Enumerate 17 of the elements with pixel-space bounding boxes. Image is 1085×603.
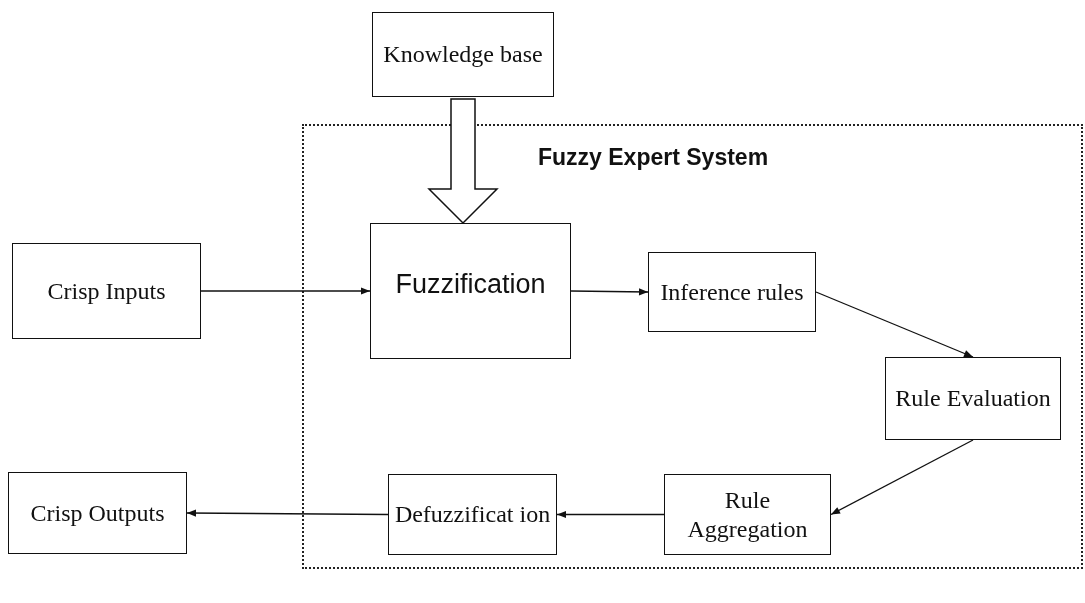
process-box: Rule Evaluation: [885, 357, 1061, 440]
arrow: [556, 510, 665, 519]
block-arrow: [427, 98, 499, 225]
arrow: [200, 287, 371, 295]
process-box: Rule Aggregation: [664, 474, 831, 555]
process-box: Fuzzification: [370, 223, 571, 359]
arrow: [815, 291, 974, 358]
process-box: Inference rules: [648, 252, 816, 332]
process-box: Knowledge base: [372, 12, 554, 97]
arrow: [186, 509, 389, 517]
group-title: Fuzzy Expert System: [538, 144, 769, 172]
system-boundary: [302, 124, 1083, 569]
process-box: Crisp Inputs: [12, 243, 201, 339]
arrow: [570, 288, 649, 296]
process-box: Crisp Outputs: [8, 472, 187, 554]
arrow: [830, 439, 974, 516]
process-box: Defuzzificat ion: [388, 474, 557, 555]
